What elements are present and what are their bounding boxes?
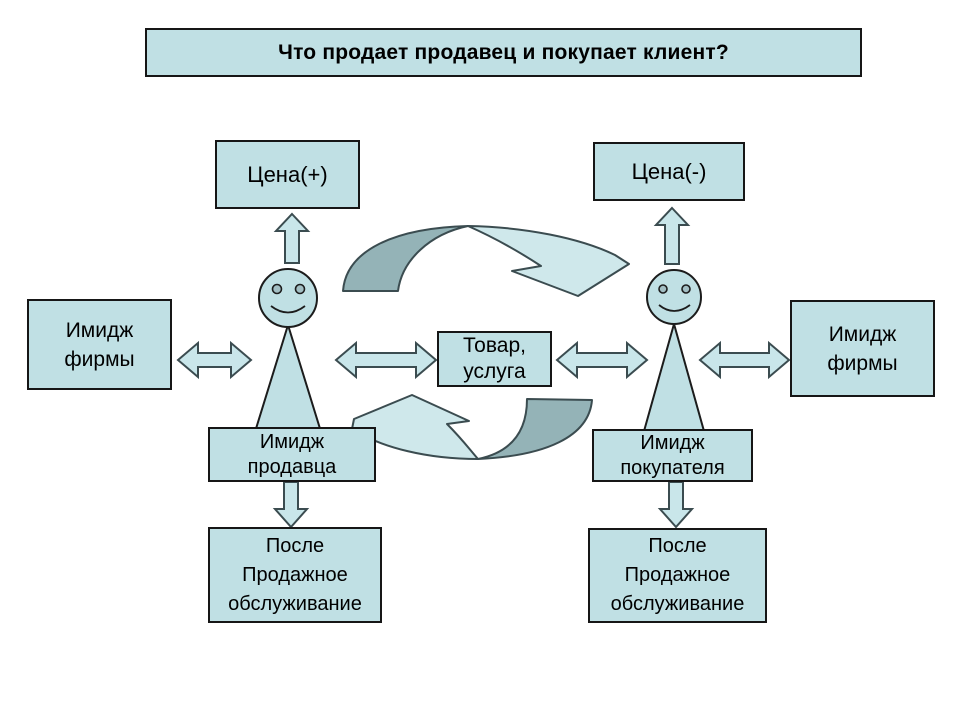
curved-arrow-top-head [467, 225, 630, 297]
curved-arrow-bottom-icon [351, 394, 593, 460]
double-arrow-buyer-firm-icon [698, 340, 791, 380]
curved-arrow-top-icon [342, 225, 630, 297]
curved-arrow-bottom-tail [477, 398, 593, 460]
box-product-service: Товар, услуга [437, 331, 552, 387]
up-arrow-buyer-price-icon [653, 206, 691, 265]
double-arrow-seller-product-icon [334, 340, 438, 380]
down-arrow-seller-service-icon [272, 481, 310, 529]
buyer-head [646, 269, 702, 325]
box-price-minus: Цена(-) [593, 142, 745, 201]
box-firm-image-left: Имидж фирмы [27, 299, 172, 390]
buyer-smile [658, 304, 691, 312]
box-price-plus: Цена(+) [215, 140, 360, 209]
box-firm-image-right: Имидж фирмы [790, 300, 935, 397]
double-arrow-firm-seller-icon [176, 340, 253, 380]
seller-eye-right [294, 283, 306, 295]
seller-smile [270, 305, 306, 314]
down-arrow-buyer-service-icon [657, 481, 695, 529]
box-seller-image: Имидж продавца [208, 427, 376, 482]
buyer-eye-right [681, 284, 691, 294]
seller-head [258, 268, 318, 328]
buyer-eye-left [658, 284, 668, 294]
box-buyer-image: Имидж покупателя [592, 429, 753, 482]
box-after-sales-right: После Продажное обслуживание [588, 528, 767, 623]
seller-eye-left [271, 283, 283, 295]
up-arrow-seller-price-icon [273, 212, 311, 264]
box-after-sales-left: После Продажное обслуживание [208, 527, 382, 623]
double-arrow-product-buyer-icon [555, 340, 649, 380]
curved-arrow-top-tail [342, 225, 469, 292]
slide-title: Что продает продавец и покупает клиент? [145, 28, 862, 77]
